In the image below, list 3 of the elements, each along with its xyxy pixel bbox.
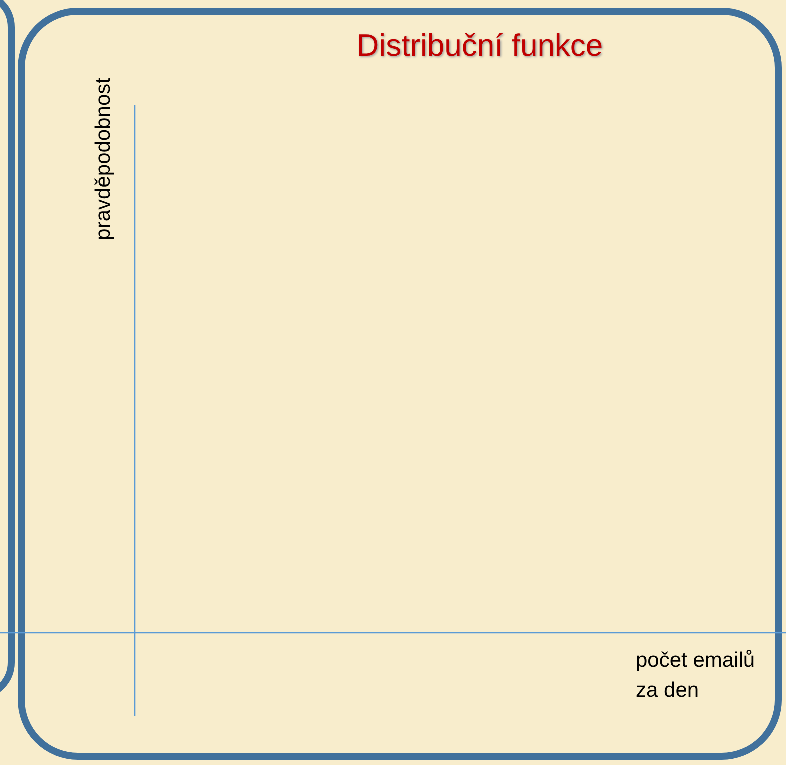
chart-title: Distribuční funkce — [356, 28, 604, 64]
y-axis-label: pravděpodobnost — [92, 78, 116, 240]
x-axis-label: počet emailů za den — [636, 648, 756, 704]
